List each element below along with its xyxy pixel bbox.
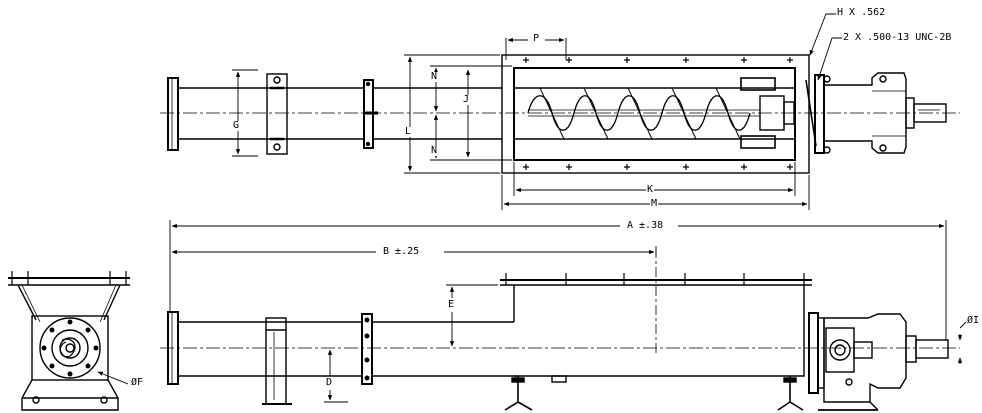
label-l: L bbox=[404, 126, 413, 137]
elev-drive-flange bbox=[808, 312, 819, 394]
plan-pillow-support bbox=[266, 73, 288, 155]
label-p: P bbox=[532, 33, 541, 44]
plan-gear-drive bbox=[823, 72, 907, 154]
plan-output-shaft bbox=[913, 103, 947, 123]
label-phi-f: ØF bbox=[131, 377, 144, 388]
label-m: M bbox=[650, 198, 659, 209]
label-n-top: N bbox=[430, 71, 439, 82]
elev-left-flange bbox=[167, 311, 179, 385]
label-h-x: H X .562 bbox=[836, 7, 887, 18]
plan-view bbox=[160, 13, 960, 210]
elev-output-shaft bbox=[915, 339, 949, 359]
plan-hopper-inner bbox=[513, 67, 796, 161]
end-flange-circle bbox=[39, 317, 101, 379]
elev-support-bracket bbox=[265, 317, 287, 405]
label-a: A ±.38 bbox=[626, 220, 665, 231]
label-k: K bbox=[646, 184, 655, 195]
elev-mid-flange bbox=[361, 313, 373, 385]
label-g: G bbox=[232, 120, 241, 131]
label-bolt-spec: 2 X .500-13 UNC-2B bbox=[842, 32, 953, 43]
label-e: E bbox=[447, 299, 456, 310]
plan-drive-flange bbox=[814, 74, 825, 154]
plan-hopper-outer bbox=[501, 54, 810, 174]
label-j: J bbox=[462, 94, 471, 105]
label-phi-i: ØI bbox=[967, 315, 980, 326]
elevation-view bbox=[160, 220, 967, 411]
elev-gear-drive bbox=[823, 313, 907, 403]
end-view bbox=[8, 271, 130, 411]
plan-left-flange bbox=[167, 77, 179, 151]
label-n-bottom: N bbox=[430, 145, 439, 156]
label-d: D bbox=[325, 377, 334, 388]
label-b: B ±.25 bbox=[382, 246, 421, 257]
elev-trough bbox=[513, 285, 805, 377]
